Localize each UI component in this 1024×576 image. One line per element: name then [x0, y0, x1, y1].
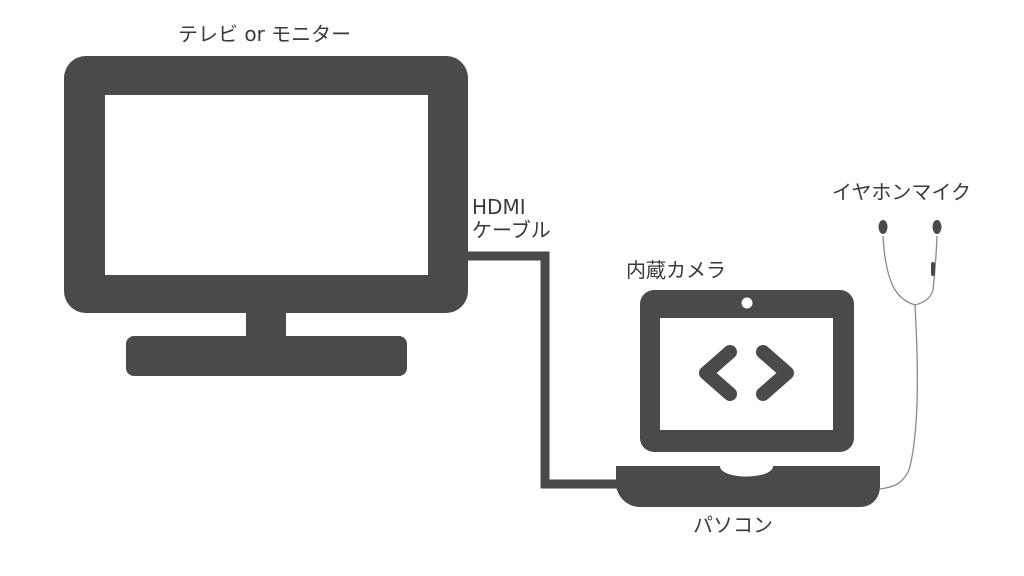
camera-label: 内蔵カメラ: [626, 258, 726, 282]
hdmi-cable: [466, 251, 622, 489]
laptop: [616, 290, 880, 507]
code-brackets-icon: [699, 345, 794, 401]
hdmi-cable-label: HDMI ケーブル: [472, 196, 551, 242]
tv-label: テレビ or モニター: [178, 22, 352, 46]
laptop-base: [616, 466, 880, 507]
hdmi-label-line1: HDMI: [472, 195, 526, 219]
pc-label: パソコン: [693, 513, 773, 537]
hdmi-label-line2: ケーブル: [472, 218, 551, 242]
tv-monitor: [64, 56, 468, 376]
earphone-mic-label: イヤホンマイク: [832, 180, 971, 204]
tv-screen: [105, 95, 428, 275]
earbud-right-icon: [932, 220, 942, 234]
earphone-wire: [879, 235, 918, 490]
laptop-screen: [660, 318, 833, 430]
earbud-left-icon: [878, 220, 888, 234]
earphone-mic: [878, 220, 942, 490]
camera-icon: [741, 297, 753, 309]
earphone-wire-right: [914, 235, 938, 306]
tv-neck: [246, 312, 286, 338]
microphone-icon: [931, 262, 935, 276]
tv-stand: [126, 336, 407, 376]
